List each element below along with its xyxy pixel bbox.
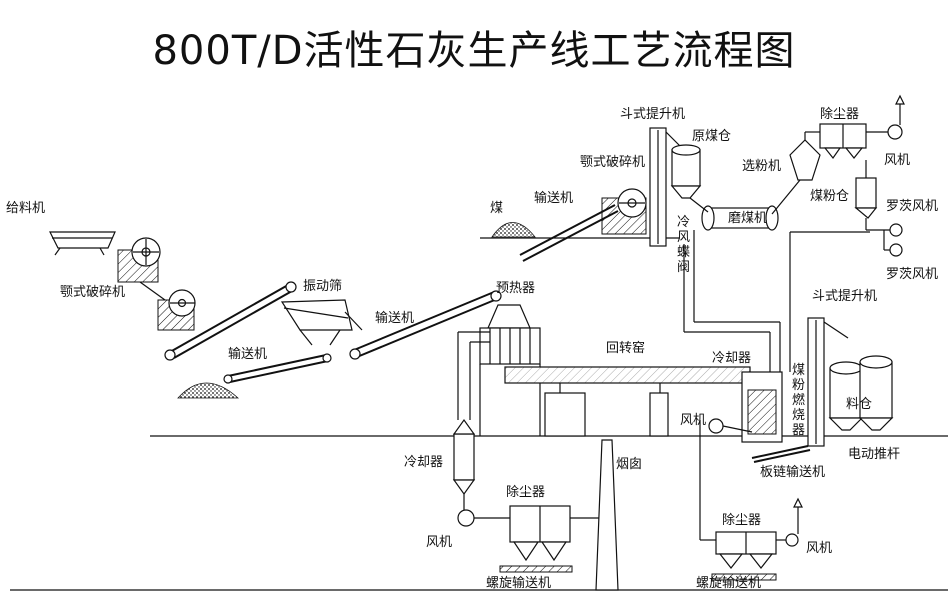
conveyor-lower-left [164, 281, 297, 361]
label-powder-separator: 选粉机 [742, 159, 781, 174]
page-title: 800T/D活性石灰生产线工艺流程图 [152, 28, 796, 74]
roots-blower-1 [865, 218, 903, 237]
vibrating-screen [280, 299, 363, 346]
preheater [479, 304, 541, 436]
label-preheater: 预热器 [496, 281, 535, 296]
label-cold-air-valve: 冷风蝶阀 [677, 215, 690, 275]
coal-pile [491, 222, 536, 238]
label-coal: 煤 [490, 201, 503, 216]
conveyor-mid [349, 290, 502, 360]
label-vibrating-screen: 振动筛 [303, 279, 342, 294]
jaw-crusher-left-2 [157, 289, 196, 331]
dust-collector-top [819, 123, 890, 160]
label-jaw-crusher-left: 颚式破碎机 [60, 285, 125, 300]
bucket-elevator-right [807, 317, 849, 447]
label-dust-collector-left: 除尘器 [506, 485, 545, 500]
label-electric-pusher: 电动推杆 [848, 447, 900, 462]
label-plate-chain-conveyor: 板链输送机 [760, 464, 825, 480]
screw-conveyor-left [499, 565, 573, 573]
label-jaw-crusher-coal: 颚式破碎机 [580, 155, 645, 170]
raw-coal-bin [670, 144, 702, 199]
feeder [49, 231, 116, 256]
jaw-crusher-left [117, 237, 161, 283]
label-screw-conveyor-right: 螺旋输送机 [696, 575, 761, 591]
material-bin [828, 355, 894, 431]
label-coal-burner-text: 煤粉燃烧器 [792, 363, 805, 438]
label-fan-mid: 风机 [680, 413, 706, 428]
chimney [595, 439, 619, 591]
fan-right [785, 497, 803, 547]
label-roots-blower-1: 罗茨风机 [886, 199, 938, 214]
label-coal-burner: 煤粉燃烧器 [792, 363, 805, 438]
plate-chain-conveyor [751, 445, 811, 463]
label-conveyor-coal: 输送机 [534, 190, 573, 206]
conveyor-short [223, 353, 332, 384]
fan-mid [708, 418, 753, 434]
coal-powder-bin [854, 160, 878, 219]
dust-collector-left [509, 505, 600, 562]
label-dust-collector-top: 除尘器 [820, 107, 859, 122]
label-coal-powder-bin: 煤粉仓 [810, 189, 849, 204]
label-material-bin: 料仓 [846, 397, 872, 412]
rotary-kiln [504, 366, 751, 437]
label-coal-mill: 磨煤机 [728, 211, 767, 226]
roots-blower-2 [883, 230, 903, 257]
label-cooler-right: 冷却器 [712, 351, 751, 366]
label-fan-top: 风机 [884, 153, 910, 168]
label-cooler-left: 冷却器 [404, 455, 443, 470]
label-bucket-elevator-top: 斗式提升机 [620, 106, 685, 122]
coal-mill [689, 197, 779, 231]
label-feeder: 给料机 [6, 201, 45, 216]
label-fan-left: 风机 [426, 535, 452, 550]
powder-separator [771, 131, 821, 215]
label-rotary-kiln: 回转窑 [606, 340, 645, 356]
label-fan-right: 风机 [806, 541, 832, 556]
cooler-left [452, 331, 490, 496]
label-roots-blower-2: 罗茨风机 [886, 267, 938, 282]
cooler-right [741, 371, 783, 443]
label-conveyor-mid: 输送机 [375, 310, 414, 326]
jaw-crusher-coal [601, 188, 647, 235]
screw-conveyor-right [711, 573, 777, 581]
label-dust-collector-right: 除尘器 [722, 513, 761, 528]
stone-pile [177, 382, 240, 399]
label-chimney: 烟囱 [616, 457, 642, 472]
label-screw-conveyor-left: 螺旋输送机 [486, 575, 551, 591]
label-cold-air-valve-text: 冷风蝶阀 [677, 215, 690, 275]
chute-left [139, 281, 166, 301]
fan-top [887, 94, 905, 140]
label-raw-coal-bin: 原煤仓 [692, 129, 731, 144]
coal-pipes [683, 230, 870, 372]
label-bucket-elevator-right: 斗式提升机 [812, 288, 877, 304]
dust-collector-right [699, 420, 786, 569]
label-conveyor-lower: 输送机 [228, 346, 267, 362]
fan-left [457, 494, 510, 527]
